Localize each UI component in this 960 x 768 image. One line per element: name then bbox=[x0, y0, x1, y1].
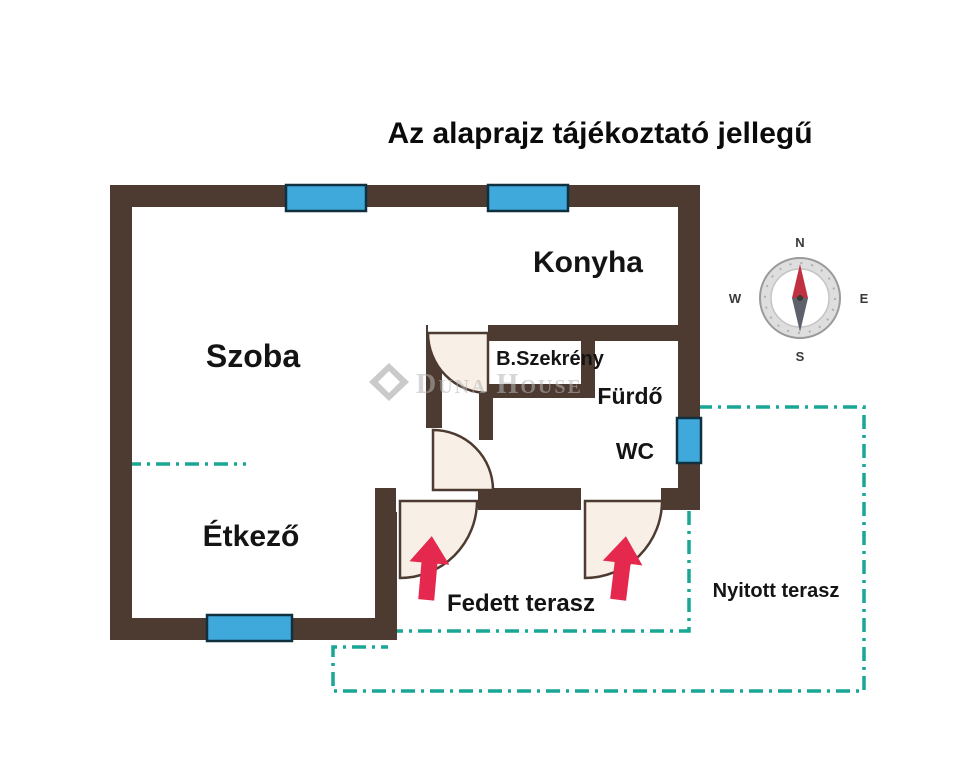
windows bbox=[205, 183, 703, 643]
label-nyitott-terasz: Nyitott terasz bbox=[713, 580, 840, 602]
window-right bbox=[675, 416, 703, 465]
label-etkezo: Étkező bbox=[203, 519, 300, 553]
compass-label-south: S bbox=[796, 349, 805, 364]
compass-pivot bbox=[797, 295, 803, 301]
compass-label-north: N bbox=[795, 235, 804, 250]
dash-covered-terrace-boundary bbox=[397, 511, 691, 633]
outer-wall bbox=[110, 185, 700, 640]
dash-open-terrace-boundary bbox=[331, 405, 866, 693]
hall-door bbox=[431, 428, 495, 492]
window-top-left bbox=[284, 183, 368, 213]
label-konyha: Konyha bbox=[533, 246, 643, 279]
dashed-lines bbox=[127, 405, 866, 693]
compass: N S W E bbox=[729, 235, 869, 364]
label-furdo: Fürdő bbox=[597, 383, 662, 409]
label-szoba: Szoba bbox=[206, 338, 300, 374]
window-top-right bbox=[486, 183, 570, 213]
page-title: Az alaprajz tájékoztató jellegű bbox=[387, 117, 812, 150]
compass-label-east: E bbox=[860, 291, 869, 306]
compass-tick-ring bbox=[764, 262, 836, 334]
watermark: Duna House bbox=[369, 363, 583, 401]
window-bottom bbox=[205, 613, 294, 643]
terrace-door-left bbox=[398, 499, 479, 580]
compass-label-west: W bbox=[729, 291, 742, 306]
label-bszekreny: B.Szekrény bbox=[496, 348, 605, 370]
room-labels: Szoba Konyha B.Szekrény Fürdő WC Étkező … bbox=[203, 246, 840, 617]
entry-arrow-left-icon bbox=[409, 536, 450, 601]
watermark-diamond-icon bbox=[369, 363, 409, 401]
compass-needle-south-icon bbox=[792, 298, 808, 332]
watermark-text: Duna House bbox=[416, 369, 583, 400]
closet-door bbox=[426, 331, 490, 395]
compass-needle-north-icon bbox=[792, 264, 808, 298]
entry-arrows bbox=[409, 536, 643, 601]
entry-arrow-right-icon bbox=[602, 536, 643, 601]
label-wc: WC bbox=[616, 438, 654, 464]
label-fedett-terasz: Fedett terasz bbox=[447, 590, 595, 617]
